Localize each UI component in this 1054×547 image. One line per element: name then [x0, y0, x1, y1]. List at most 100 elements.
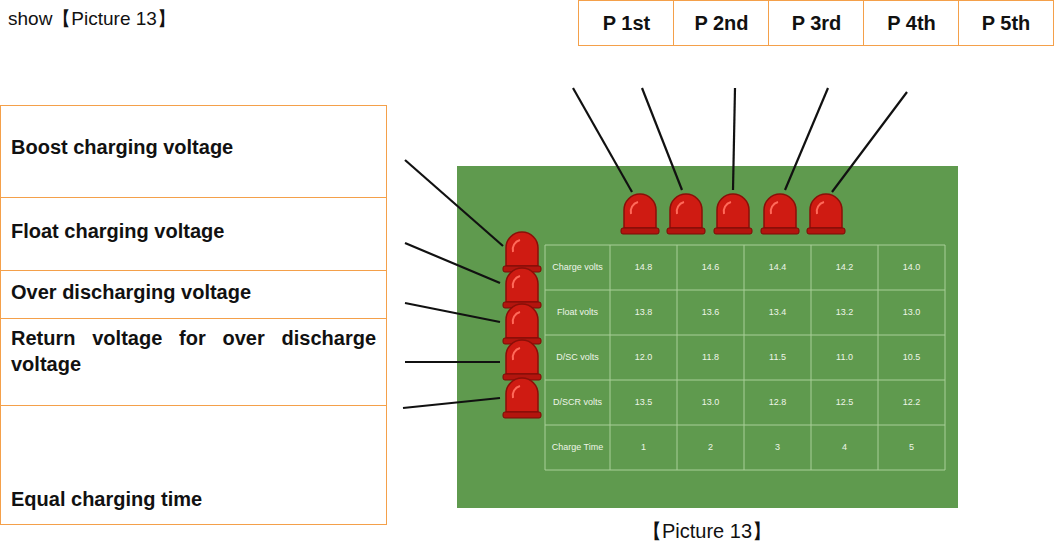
- table-cell: 5: [878, 425, 945, 470]
- table-cell: 11.0: [811, 335, 878, 380]
- grid-line: [610, 245, 611, 470]
- table-row-header: Charge volts: [545, 245, 610, 290]
- table-cell: 13.8: [610, 290, 677, 335]
- parameter-header: P 2nd: [673, 0, 770, 46]
- table-cell: 13.5: [610, 380, 677, 425]
- table-row-header: Float volts: [545, 290, 610, 335]
- led: [503, 232, 541, 272]
- parameter-header: P 3rd: [768, 0, 865, 46]
- table-grid: [545, 245, 945, 470]
- led-highlight: [724, 202, 731, 214]
- table-cell: 11.8: [677, 335, 744, 380]
- led-dome: [717, 194, 749, 228]
- table-cell: 14.6: [677, 245, 744, 290]
- grid-line: [545, 425, 945, 426]
- circuit-board: [457, 166, 958, 508]
- setting-text: Return voltage for over discharge voltag…: [11, 325, 376, 377]
- grid-line: [545, 335, 945, 336]
- table-cell: 11.5: [744, 335, 811, 380]
- table-cell: 4: [811, 425, 878, 470]
- led: [503, 304, 541, 344]
- led-highlight: [513, 312, 520, 324]
- table-cell: 12.5: [811, 380, 878, 425]
- table-cell: 14.4: [744, 245, 811, 290]
- leader-line: [405, 303, 500, 322]
- led: [761, 194, 799, 234]
- leader-line: [403, 398, 500, 408]
- led-dome: [506, 304, 538, 338]
- grid-line: [878, 245, 879, 470]
- leader-line: [405, 243, 500, 283]
- setting-label-box: Float charging voltage: [0, 197, 387, 272]
- leader-line: [405, 160, 503, 246]
- setting-label-box: Return voltage for over discharge voltag…: [0, 318, 387, 407]
- table-cell: 12.0: [610, 335, 677, 380]
- led-dome: [810, 194, 842, 228]
- led-dome: [506, 268, 538, 302]
- header-text: P 5th: [982, 10, 1031, 36]
- led-highlight: [513, 276, 520, 288]
- led-rim: [714, 228, 752, 234]
- grid-line: [945, 245, 946, 470]
- table-cell: 14.0: [878, 245, 945, 290]
- leader-line: [832, 92, 907, 192]
- led: [503, 340, 541, 380]
- table-cell: 13.2: [811, 290, 878, 335]
- parameter-header: P 4th: [863, 0, 960, 46]
- leader-line: [405, 361, 500, 363]
- grid-line: [545, 290, 945, 291]
- table-cell: 1: [610, 425, 677, 470]
- led-rim: [621, 228, 659, 234]
- table-cell: 10.5: [878, 335, 945, 380]
- table-cell: 13.0: [677, 380, 744, 425]
- setting-text: Equal charging time: [11, 486, 376, 512]
- header-text: P 3rd: [792, 10, 842, 36]
- led: [807, 194, 845, 234]
- header-text: P 4th: [887, 10, 936, 36]
- setting-label-box: Boost charging voltage: [0, 105, 387, 199]
- table-cell: 14.8: [610, 245, 677, 290]
- led-highlight: [817, 202, 824, 214]
- header-text: P 2nd: [694, 10, 748, 36]
- led-rim: [807, 228, 845, 234]
- led-rim: [761, 228, 799, 234]
- led: [667, 194, 705, 234]
- table-row-header: D/SCR volts: [545, 380, 610, 425]
- leader-line: [573, 88, 632, 192]
- leader-line: [733, 88, 735, 190]
- table-row-header: D/SC volts: [545, 335, 610, 380]
- led: [503, 268, 541, 308]
- table-cell: 13.4: [744, 290, 811, 335]
- table-cell: 12.8: [744, 380, 811, 425]
- led-dome: [764, 194, 796, 228]
- table-cell: 2: [677, 425, 744, 470]
- grid-line: [811, 245, 812, 470]
- led-rim: [667, 228, 705, 234]
- table-cell: 13.6: [677, 290, 744, 335]
- setting-text: Boost charging voltage: [11, 134, 376, 160]
- table-cell: 12.2: [878, 380, 945, 425]
- grid-line: [545, 245, 945, 246]
- led-rim: [503, 412, 541, 418]
- leader-line: [785, 88, 828, 190]
- led-dome: [506, 232, 538, 266]
- led-group: [503, 194, 845, 418]
- leader-line: [642, 88, 682, 190]
- header-text: P 1st: [603, 10, 650, 36]
- table-cell: 14.2: [811, 245, 878, 290]
- grid-line: [545, 470, 945, 471]
- leader-lines: [403, 88, 907, 408]
- setting-text: Float charging voltage: [11, 218, 376, 244]
- figure-caption: 【Picture 13】: [642, 518, 772, 545]
- led: [503, 378, 541, 418]
- led-highlight: [513, 386, 520, 398]
- led-dome: [670, 194, 702, 228]
- led-dome: [506, 378, 538, 412]
- led-highlight: [631, 202, 638, 214]
- grid-line: [677, 245, 678, 470]
- led-dome: [506, 340, 538, 374]
- parameter-header: P 1st: [578, 0, 675, 46]
- led-dome: [624, 194, 656, 228]
- setting-label-box: Over discharging voltage: [0, 270, 387, 320]
- grid-line: [545, 245, 546, 470]
